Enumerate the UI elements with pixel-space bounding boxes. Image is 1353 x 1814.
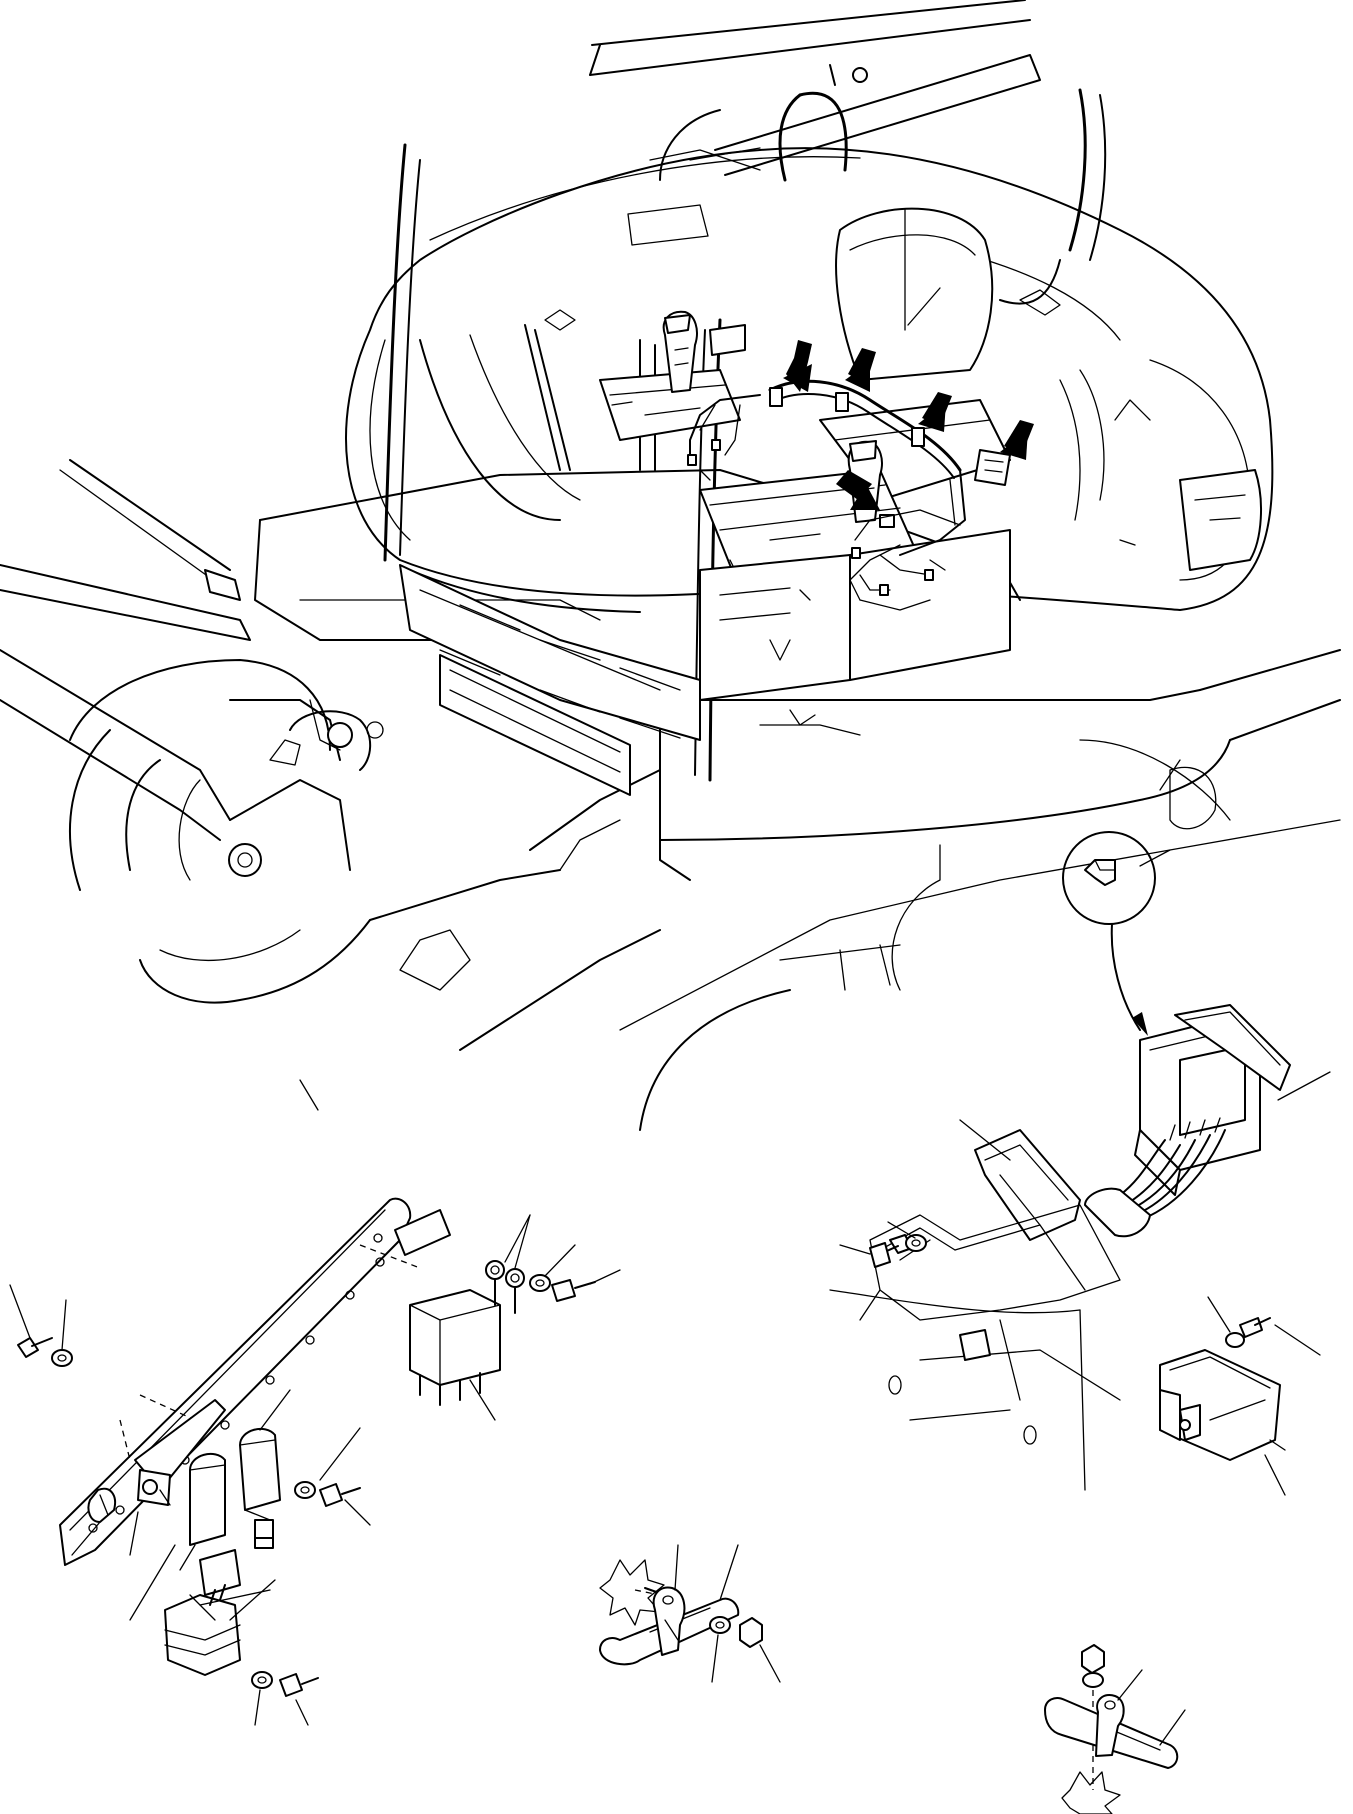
relay-large bbox=[394, 1209, 501, 1421]
excavator-overview bbox=[0, 0, 1341, 1131]
hex-nut-b bbox=[1081, 1644, 1105, 1674]
boom-assembly bbox=[0, 459, 384, 881]
harness-callout-leader bbox=[907, 287, 941, 326]
connector-detail bbox=[829, 831, 1331, 1496]
connector-gasket-bottom bbox=[974, 1129, 1081, 1241]
relay-socket bbox=[129, 1544, 276, 1676]
relay-medium-pair bbox=[179, 1389, 291, 1571]
connector-gasket-top bbox=[1174, 1004, 1291, 1091]
rubber-bumper bbox=[71, 1487, 139, 1556]
ring-terminals bbox=[485, 1214, 621, 1314]
clamp-location-arrows bbox=[783, 340, 1034, 510]
mounting-surface-burst-b bbox=[1061, 1771, 1121, 1814]
detail-arrow-leader bbox=[1110, 923, 1141, 1031]
harness-clamp-detail-a bbox=[599, 1544, 781, 1683]
relay-sub-bracket bbox=[134, 1399, 226, 1506]
mounting-surface-burst bbox=[599, 1559, 665, 1626]
undercarriage bbox=[69, 659, 1217, 1051]
detail-magnifier-circle bbox=[1062, 831, 1156, 925]
operator-seat bbox=[819, 207, 1011, 501]
controller-module bbox=[1159, 1296, 1321, 1496]
relay-fasteners-lower bbox=[251, 1427, 371, 1726]
p-clamp-b bbox=[1095, 1694, 1125, 1757]
left-console bbox=[599, 310, 746, 441]
connector-wires bbox=[1119, 1139, 1166, 1196]
frame-fasteners bbox=[839, 1221, 927, 1268]
cab-wiring-harness bbox=[687, 379, 1011, 611]
relay-bracket-detail bbox=[9, 1079, 621, 1726]
plate-fasteners-left bbox=[9, 1284, 73, 1367]
harness-clamp-detail-b bbox=[1044, 1644, 1186, 1814]
counterweight-body bbox=[345, 147, 1274, 611]
hex-nut-a bbox=[739, 1617, 763, 1648]
wire-boot bbox=[1084, 1187, 1151, 1238]
frame-mounting-plate bbox=[829, 1204, 1121, 1491]
